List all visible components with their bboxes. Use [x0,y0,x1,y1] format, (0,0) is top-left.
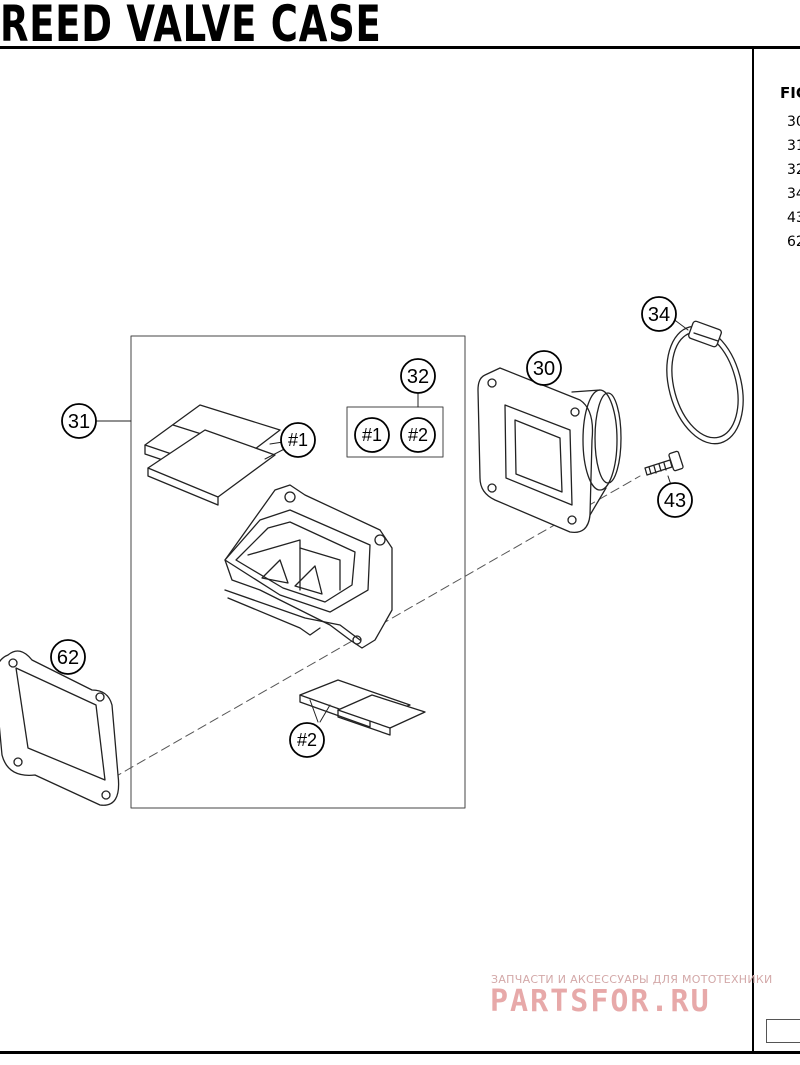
list-item: 62 [787,234,800,250]
header-rule [0,46,800,49]
callout-circle-sub2-b [289,722,325,758]
callout-sub1-a: #1 [288,430,308,450]
gasket-62 [0,650,120,806]
callout-sub2-b: #2 [297,730,317,750]
callout-sub2-a: #2 [408,425,428,445]
side-panel-list: 30 31 32 34 43 62 [787,110,800,254]
side-divider [752,48,754,1052]
reed-petals-upper [144,404,297,506]
callout-circle-30 [526,350,562,386]
callout-circle-sub1-a [280,422,316,458]
side-panel-box [766,1019,800,1043]
callout-circle-sub2-a [400,417,436,453]
callout-circle-62 [50,639,86,675]
callout-circle-31 [61,403,97,439]
footer-rule [0,1051,800,1054]
page-title: REED VALVE CASE [0,0,382,53]
watermark-brand-b: FOR.RU [590,984,711,1019]
alignment-line [112,475,641,779]
list-item: 30 [787,114,800,130]
callout-31: 31 [68,411,90,433]
list-item: 34 [787,186,800,202]
callout-34: 34 [648,304,670,326]
callout-sub1-b: #1 [362,425,382,445]
list-item: 32 [787,162,800,178]
screw-43 [644,450,684,489]
side-panel: FIG 30 31 32 34 43 62 [754,48,800,1051]
callout-32: 32 [407,366,429,388]
watermark-tagline: ЗАПЧАСТИ И АКСЕССУАРЫ ДЛЯ МОТОТЕХНИКИ [491,973,773,986]
callout-circle-sub1-b [354,417,390,453]
callout-circle-34 [641,296,677,332]
list-item: 31 [787,138,800,154]
reed-cage [224,484,393,649]
callout-30: 30 [533,358,555,380]
hose-clamp-34 [666,314,744,445]
list-item: 43 [787,210,800,226]
side-panel-header: FIG [780,84,800,102]
callout-62: 62 [57,647,79,669]
group-frame-31 [130,335,466,809]
reed-petals-lower [299,679,426,736]
watermark-brand-a: PARTS [490,984,591,1019]
callout-circle-32 [400,358,436,394]
callout-43: 43 [664,490,686,512]
watermark-logo: PARTSFOR.RU [490,984,711,1019]
kit-box-32 [346,406,444,458]
callout-circle-43 [657,482,693,518]
intake-flange-30 [477,367,622,534]
